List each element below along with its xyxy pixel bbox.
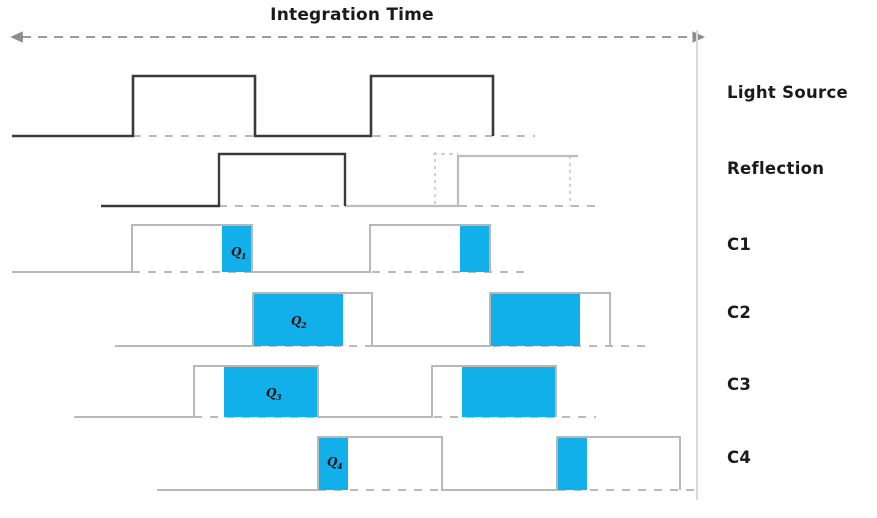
q3-label: Q: [266, 386, 277, 400]
q1-subscript: 1: [241, 251, 247, 261]
row-label-c3: C3: [727, 375, 751, 394]
waveform-c1: Q 1: [12, 224, 530, 273]
waveform-c3: Q 3: [74, 365, 596, 418]
c1-charge-q1-b: [460, 225, 490, 272]
q3-subscript: 3: [276, 392, 282, 402]
c2-charge-q2-a: [253, 293, 343, 346]
q4-label: Q: [327, 455, 338, 469]
row-label-c4: C4: [727, 448, 751, 467]
c3-charge-q3-b: [462, 366, 556, 417]
waveform-reflection: [101, 152, 600, 208]
c2-charge-q2-b: [490, 293, 580, 346]
c4-charge-q4-b: [557, 437, 587, 490]
c4-charge-q4-a: [318, 437, 348, 490]
row-label-c1: C1: [727, 235, 751, 254]
q4-subscript: 4: [337, 461, 343, 471]
row-label-light-source: Light Source: [727, 83, 848, 102]
c1-charge-q1-a: [222, 225, 252, 272]
reflection-trace: [101, 152, 347, 208]
q2-subscript: 2: [300, 320, 307, 330]
row-label-c2: C2: [727, 303, 751, 322]
waveform-light-source: [12, 74, 535, 138]
page-title: Integration Time: [270, 5, 434, 25]
row-label-reflection: Reflection: [727, 159, 824, 178]
light-source-trace: [12, 74, 495, 138]
reflection-delayed-trace: [345, 154, 578, 208]
waveform-c2: Q 2: [115, 292, 650, 347]
c3-trace: [74, 365, 557, 418]
c3-charge-q3-a: [224, 366, 318, 417]
q2-label: Q: [291, 314, 302, 328]
q1-label: Q: [231, 245, 242, 259]
c1-trace: [12, 224, 491, 273]
c2-trace: [115, 292, 611, 347]
row-label-group: Light Source Reflection C1 C2 C3 C4: [727, 83, 848, 467]
c4-trace: [157, 436, 681, 491]
waveform-c4: Q 4: [157, 436, 700, 491]
